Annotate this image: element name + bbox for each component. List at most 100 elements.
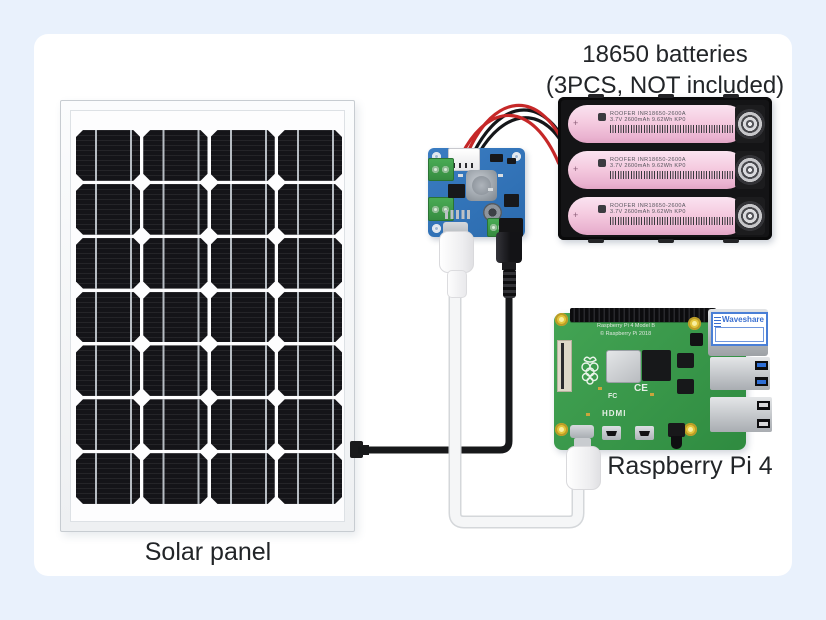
battery-spring-contact [735,105,765,143]
solar-cell [278,399,342,450]
mounting-hole [512,152,521,161]
battery-spring-contact [735,197,765,235]
passive-component [650,393,654,396]
dc-plug [496,232,522,263]
holder-tab [723,239,739,243]
battery-connector [448,148,480,171]
usb-c-power-port [570,425,594,438]
usb-c-plug [439,231,474,273]
usb-c-plug-pi [566,446,601,490]
solar-cell [211,399,275,450]
battery-model-text: ROOFER INR18650-2600A [610,111,686,117]
raspberry-pi-label: Raspberry Pi 4 [607,452,773,480]
solar-cell [278,345,342,396]
mounting-hole [688,317,701,330]
solar-cell [278,238,342,289]
mounting-hole [555,423,568,436]
usb-c-plug-tip [574,438,591,448]
solar-cell [143,345,207,396]
screw-terminal [428,158,454,181]
usb-controller-chip [677,353,694,368]
ic-chip [504,194,519,207]
passive-component [488,188,493,191]
solar-cell [211,238,275,289]
solar-cell [143,184,207,235]
silkscreen-title: Raspberry Pi 4 Model B [597,323,656,329]
solar-cell [211,345,275,396]
batteries-label: 18650 batteries (3PCS, NOT included) [500,40,826,101]
solar-panel-cable-outlet-tip [362,445,369,455]
holder-tab [723,94,739,98]
ce-mark: CE [634,383,648,394]
battery-barcode-icon [610,171,736,179]
battery-spring-contact [735,151,765,189]
battery-spec-text: 3.7V 2600mAh 9.62Wh KP0 [610,209,686,215]
solar-cell [211,184,275,235]
battery-plus-mark: + [573,118,579,128]
solar-cell-grid [76,130,342,504]
barcode-icon [714,315,721,327]
audio-jack [668,423,685,437]
display-connector [557,340,572,392]
inductor [466,170,497,201]
hdmi-mark: HDMI [602,409,627,418]
solar-cell [143,292,207,343]
raspberry-pi-board: Waveshare Raspberry Pi 4 Model B © Raspb… [550,303,778,455]
passive-component [458,174,463,177]
solar-cell [143,130,207,181]
passive-component [586,413,590,416]
toroid-inductor [483,203,502,222]
sticker-brand: Waveshare [722,315,764,324]
ic-chip [490,154,503,162]
fcc-mark: FC [608,393,618,400]
solar-cell [211,130,275,181]
holder-tab [588,94,604,98]
usb2-ports [710,397,772,432]
capacitor-bank [445,210,471,219]
poe-header [690,333,703,346]
solar-panel-glass [70,110,345,522]
holder-tab [588,239,604,243]
ic-chip [448,184,465,198]
holder-tab [658,94,674,98]
solar-cell [76,238,140,289]
solar-cell [211,292,275,343]
passive-component [498,174,503,177]
battery-plus-mark: + [573,210,579,220]
solar-cell [143,453,207,504]
ic-chip [507,158,516,164]
audio-jack-barrel [671,436,682,449]
battery-plus-mark: + [573,164,579,174]
batteries-label-line2: (3PCS, NOT included) [545,71,785,99]
solar-cell [211,453,275,504]
holder-tab [658,239,674,243]
silkscreen-copyright: © Raspberry Pi 2018 [600,331,652,337]
gpio-header [570,308,716,322]
micro-hdmi-port [635,426,654,440]
battery-barcode-icon [610,125,736,133]
battery-brand-logo [598,113,606,121]
usb3-ports [710,357,770,390]
dc-plug-taper [502,262,516,270]
battery-barcode-icon [610,217,736,225]
usb-c-plug-neck [447,270,467,298]
mounting-hole [432,224,441,233]
raspberry-logo-icon [581,356,599,385]
batteries-label-line1: 18650 batteries [582,41,748,68]
solar-cell [278,453,342,504]
mounting-hole [555,313,568,326]
solar-panel-label: Solar panel [144,538,272,566]
waveshare-sticker: Waveshare [711,312,768,346]
battery-model-text: ROOFER INR18650-2600A [610,203,686,209]
solar-cell [278,184,342,235]
battery-brand-logo [598,159,606,167]
solar-cell [76,130,140,181]
mounting-hole [432,152,441,161]
